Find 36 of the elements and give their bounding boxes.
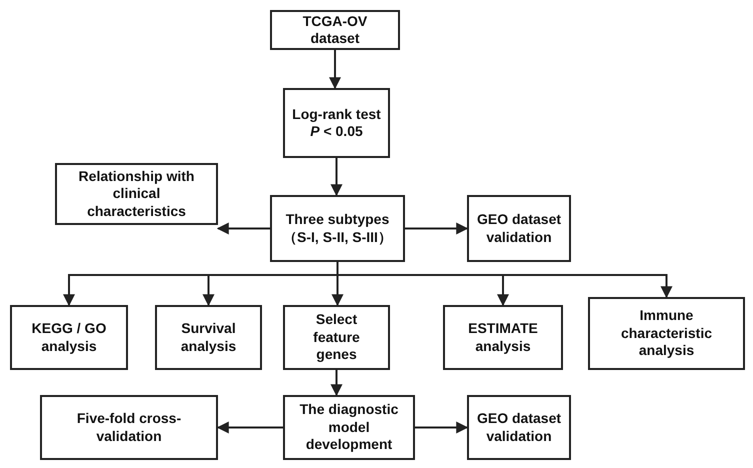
process-box [10,305,128,370]
process-box [270,195,405,262]
arrow [330,370,342,396]
box-text: （S-I, S-II, S-III） [283,228,392,246]
arrow [216,422,283,434]
process-box [443,305,563,370]
box-text: GEO dataset validation [476,410,562,445]
arrow [336,262,672,298]
process-box [40,395,218,460]
process-box [467,395,571,460]
process-box [55,163,218,225]
process-box [155,305,262,370]
box-text: Three subtypes [286,211,390,228]
process-box [467,195,571,262]
process-box [283,88,390,158]
process-box [283,305,390,370]
arrow [329,50,341,90]
box-text: GEO dataset validation [476,211,562,246]
box-text: The diagnostic model development [298,401,400,454]
box-text: Relationship with clinical characteristics [78,168,196,220]
process-box [588,297,745,370]
box-text: Survival analysis [180,320,238,355]
box-text: TCGA-OV dataset [302,12,368,48]
arrow [415,422,468,434]
arrow [216,222,270,234]
arrow [330,158,342,196]
box-text: Five-fold cross-validation [76,410,182,445]
arrow [405,222,468,234]
box-text: ESTIMATE analysis [467,320,539,355]
box-text: Select feature genes [312,311,361,364]
box-text: Immune characteristic analysis [620,307,714,360]
box-text: Log-rank test [292,106,381,123]
box-text: P < 0.05 [310,123,363,140]
box-text: KEGG / GO analysis [30,320,108,355]
process-box [283,395,415,460]
process-box [270,10,400,50]
